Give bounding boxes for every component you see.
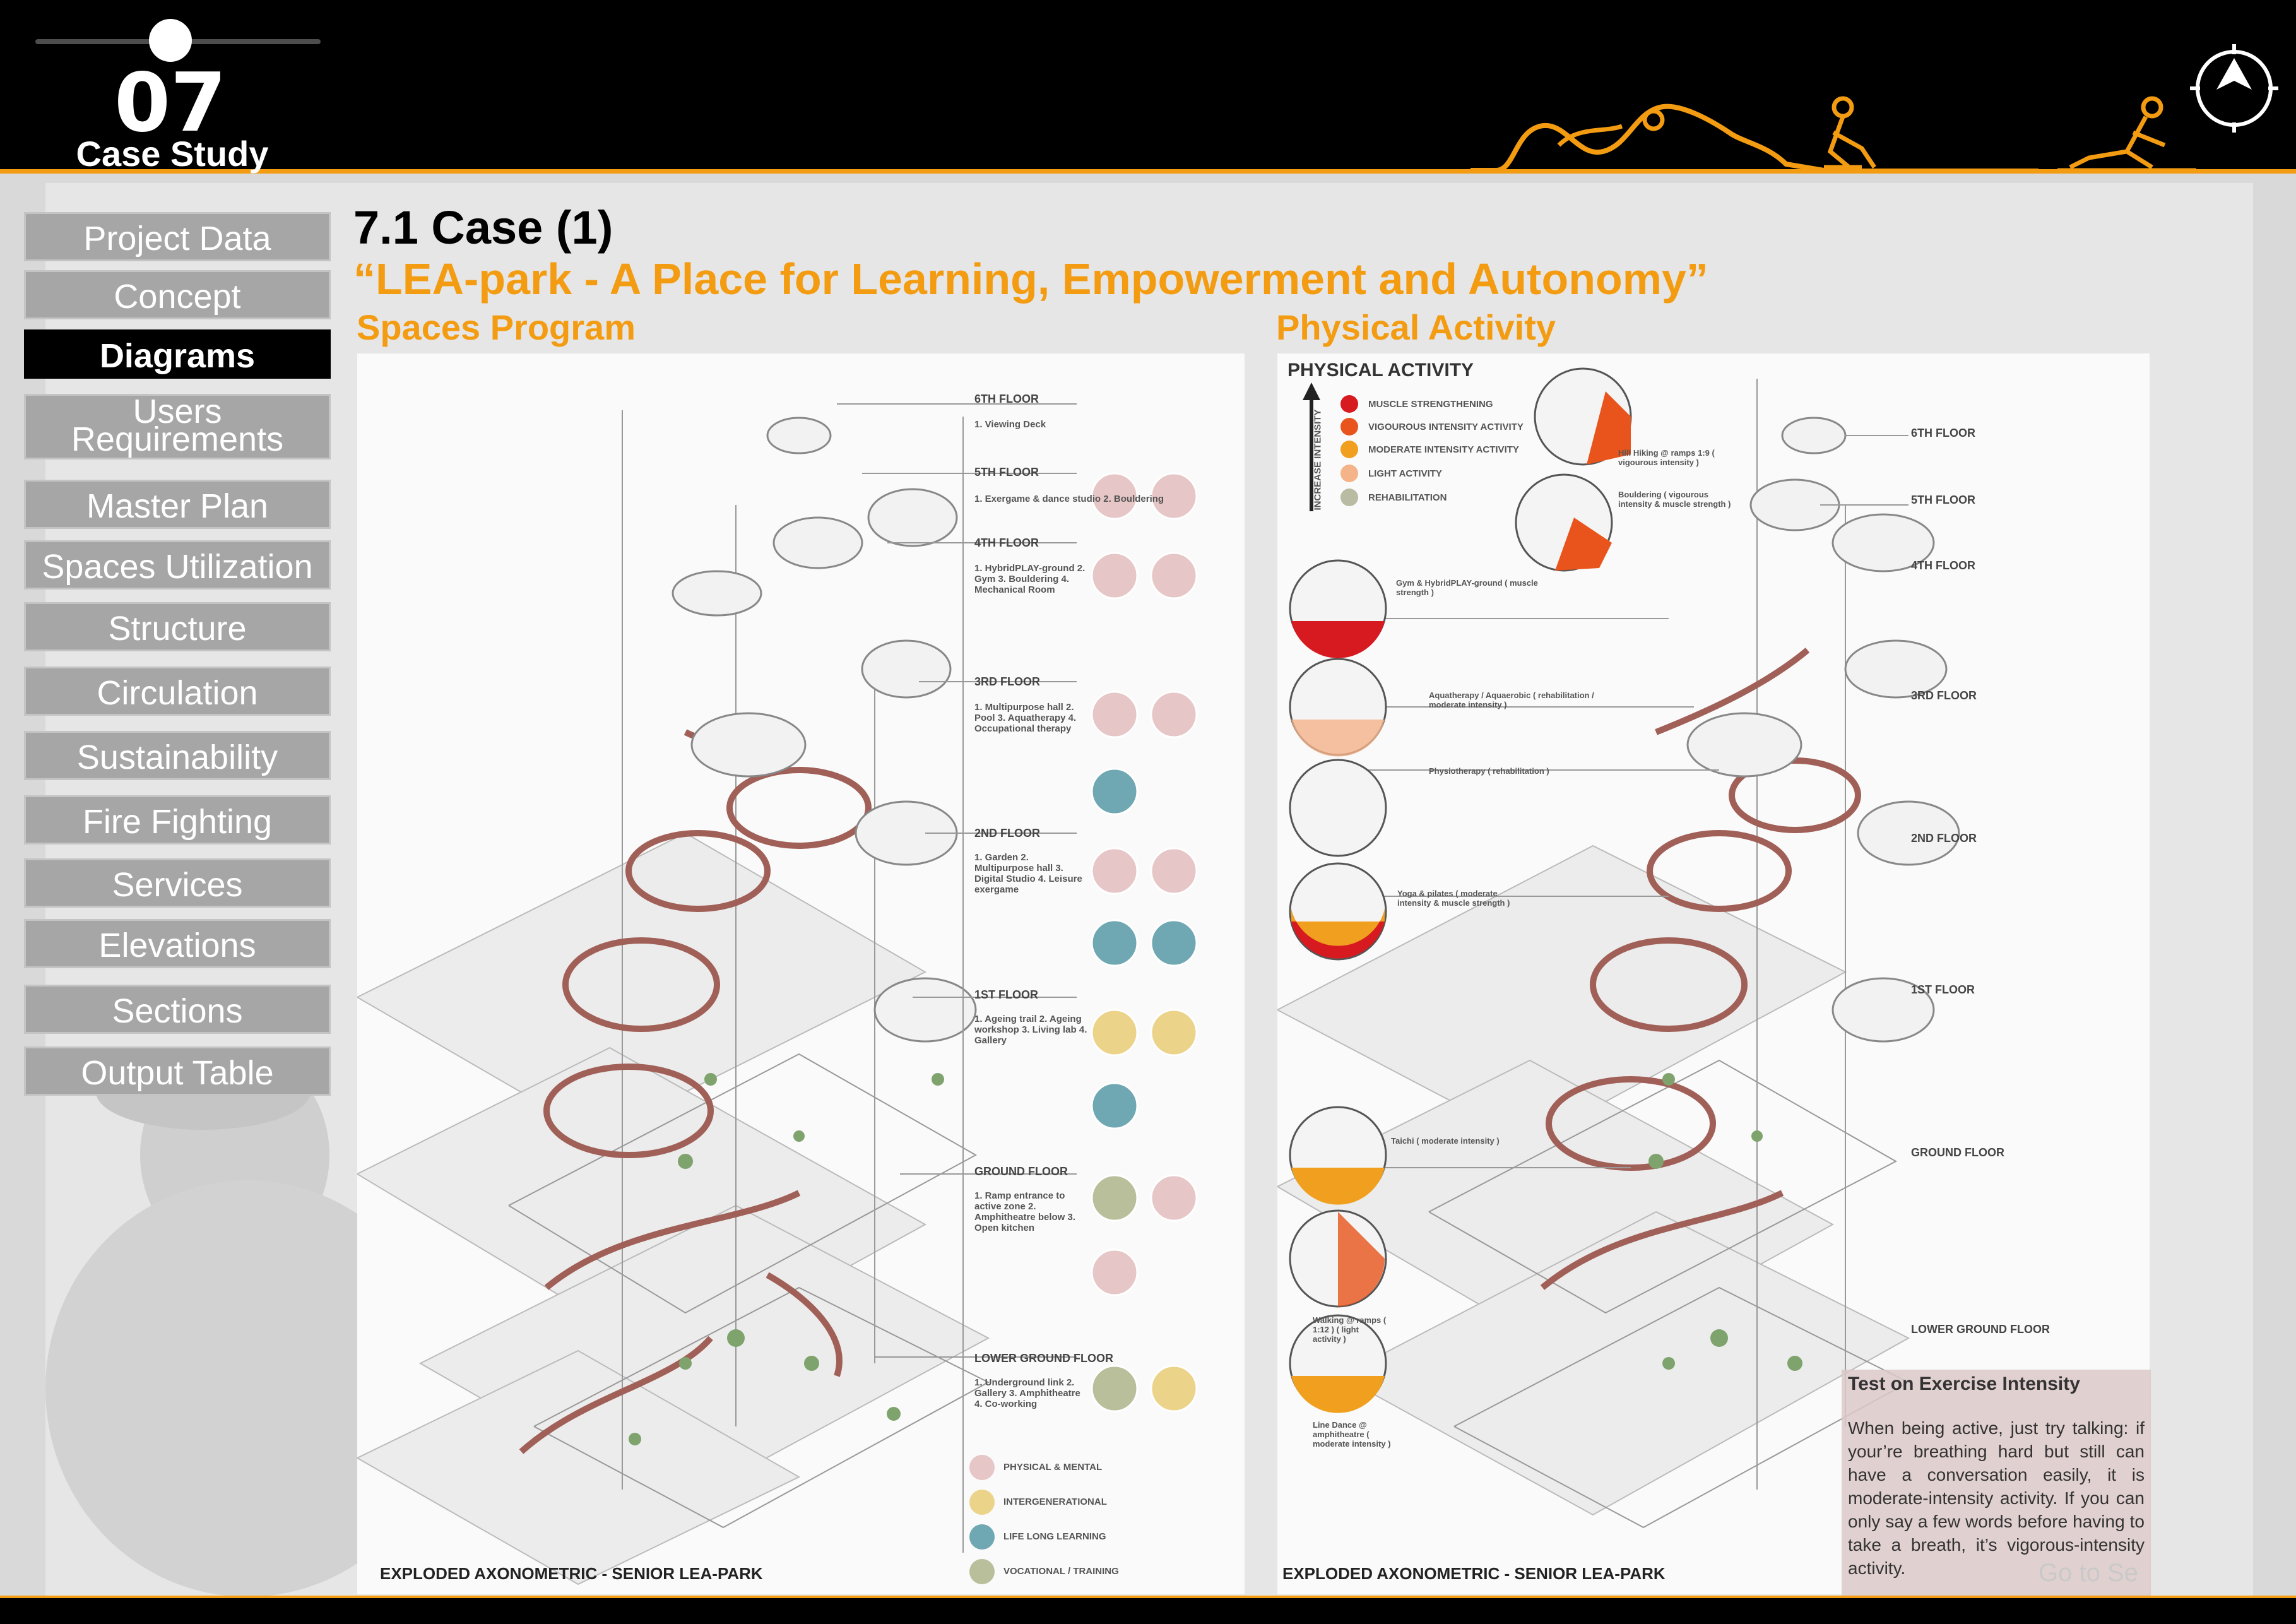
- spaces-program-panel: 6TH FLOOR 1. Viewing Deck 5TH FLOOR 1. E…: [357, 353, 1245, 1594]
- floor-label-ground: GROUND FLOOR: [1911, 1146, 2004, 1159]
- legend-intergenerational: INTERGENERATIONAL: [1003, 1497, 1107, 1507]
- floor-label-5th: 5TH FLOOR: [974, 466, 1039, 478]
- floor-label-3rd: 3RD FLOOR: [974, 675, 1041, 688]
- section-title: Case Study: [76, 134, 269, 174]
- nav-item-concept[interactable]: Concept: [24, 270, 331, 319]
- floor-label-1st: 1ST FLOOR: [974, 988, 1039, 1001]
- floor-label-2nd: 2ND FLOOR: [974, 827, 1041, 839]
- legend-vocational-training: VOCATIONAL / TRAINING: [1003, 1566, 1119, 1577]
- activity-yoga-pilates: Yoga & pilates ( moderate intensity & mu…: [1397, 889, 1510, 908]
- spaces-program-heading: Spaces Program: [357, 307, 636, 347]
- legend-muscle-strengthening: MUSCLE STRENGTHENING: [1368, 399, 1493, 410]
- exercise-intensity-note: Test on Exercise Intensity When being ac…: [1842, 1370, 2151, 1596]
- nav-item-spaces-utilization[interactable]: Spaces Utilization: [24, 540, 331, 590]
- legend-physical-mental: PHYSICAL & MENTAL: [1003, 1462, 1103, 1473]
- floor-items-2nd: 1. Garden 2. Multipurpose hall 3. Digita…: [974, 852, 1082, 895]
- footer-bar: [0, 1598, 2296, 1624]
- nav-item-master-plan[interactable]: Master Plan: [24, 480, 331, 529]
- floor-label-2nd: 2ND FLOOR: [1911, 832, 1977, 845]
- floor-label-6th: 6TH FLOOR: [1911, 427, 1975, 439]
- nav-item-sustainability[interactable]: Sustainability: [24, 731, 331, 780]
- floor-label-4th: 4TH FLOOR: [1911, 559, 1975, 572]
- nav-item-elevations[interactable]: Elevations: [24, 919, 331, 968]
- case-subtitle: “LEA-park - A Place for Learning, Empowe…: [353, 254, 1708, 304]
- nav-item-sections[interactable]: Sections: [24, 985, 331, 1034]
- right-panel-caption: EXPLODED AXONOMETRIC - SENIOR LEA-PARK: [1282, 1564, 1666, 1583]
- note-body: When being active, just try talking: if …: [1848, 1418, 2145, 1578]
- activity-taichi: Taichi ( moderate intensity ): [1391, 1136, 1500, 1146]
- floor-items-1st: 1. Ageing trail 2. Ageing workshop 3. Li…: [974, 1014, 1087, 1046]
- exploded-axonometric-drawing: [357, 403, 1198, 1585]
- progress-knob[interactable]: [149, 19, 192, 62]
- floor-items-6th: 1. Viewing Deck: [974, 419, 1046, 430]
- nav-item-services[interactable]: Services: [24, 858, 331, 908]
- nav-item-project-data[interactable]: Project Data: [24, 212, 331, 261]
- legend-rehabilitation: REHABILITATION: [1368, 492, 1447, 503]
- section-number: 07: [114, 56, 227, 150]
- nav-item-fire-fighting[interactable]: Fire Fighting: [24, 795, 331, 845]
- legend-life-long-learning: LIFE LONG LEARNING: [1003, 1531, 1106, 1542]
- left-panel-caption: EXPLODED AXONOMETRIC - SENIOR LEA-PARK: [380, 1564, 763, 1583]
- activity-physiotherapy: Physiotherapy ( rehabilitation ): [1429, 766, 1549, 776]
- floor-items-ground: 1. Ramp entrance to active zone 2. Amphi…: [974, 1190, 1076, 1233]
- header-bar: [0, 0, 2296, 174]
- legend-moderate-intensity: MODERATE INTENSITY ACTIVITY: [1368, 444, 1519, 455]
- floor-label-lower-ground: LOWER GROUND FLOOR: [1911, 1323, 2050, 1336]
- nav-item-diagrams[interactable]: Diagrams: [24, 329, 331, 379]
- legend-vigourous-intensity: VIGOUROUS INTENSITY ACTIVITY: [1368, 422, 1524, 432]
- floor-label-lower-ground: LOWER GROUND FLOOR: [974, 1352, 1113, 1365]
- activity-hill-hiking: Hill Hiking @ ramps 1:9 ( vigourous inte…: [1618, 448, 1715, 467]
- floor-label-5th: 5TH FLOOR: [1911, 494, 1975, 506]
- note-title: Test on Exercise Intensity: [1848, 1373, 2080, 1394]
- diagram-title: PHYSICAL ACTIVITY: [1287, 360, 1474, 381]
- floor-items-5th: 1. Exergame & dance studio 2. Bouldering: [974, 494, 1164, 504]
- activity-bouldering: Bouldering ( vigourous intensity & muscl…: [1618, 490, 1731, 509]
- case-title: 7.1 Case (1): [353, 201, 613, 254]
- activate-watermark: Go to Se: [2039, 1559, 2138, 1587]
- physical-activity-panel: PHYSICAL ACTIVITY INCREASE INTENSITY MUS…: [1277, 353, 2150, 1594]
- intensity-axis-label: INCREASE INTENSITY: [1312, 409, 1323, 511]
- nav-item-output-table[interactable]: Output Table: [24, 1046, 331, 1096]
- floor-label-3rd: 3RD FLOOR: [1911, 689, 1977, 702]
- physical-activity-heading: Physical Activity: [1276, 307, 1556, 347]
- background-elder-photo: [45, 1048, 449, 1597]
- elderly-figures-icon: [1471, 96, 2196, 173]
- activity-line-dance: Line Dance @ amphitheatre ( moderate int…: [1313, 1420, 1391, 1449]
- activity-gym: Gym & HybridPLAY-ground ( muscle strengt…: [1396, 578, 1538, 597]
- floor-label-ground: GROUND FLOOR: [974, 1165, 1068, 1178]
- floor-items-lower-ground: 1. Underground link 2. Gallery 3. Amphit…: [974, 1377, 1080, 1409]
- activity-walking: Walking @ ramps ( 1:12 ) ( light activit…: [1313, 1315, 1387, 1344]
- floor-label-1st: 1ST FLOOR: [1911, 983, 1975, 996]
- compass-icon[interactable]: [2190, 44, 2278, 133]
- nav-item-structure[interactable]: Structure: [24, 602, 331, 651]
- nav-item-users-requirements[interactable]: Users Requirements: [24, 394, 331, 459]
- floor-label-6th: 6TH FLOOR: [974, 393, 1039, 405]
- physical-activity-drawing: [1277, 367, 1960, 1529]
- floor-items-3rd: 1. Multipurpose hall 2. Pool 3. Aquather…: [974, 702, 1077, 734]
- footer-accent-line: [0, 1596, 2296, 1599]
- activity-aquatherapy: Aquatherapy / Aquaerobic ( rehabilitatio…: [1429, 690, 1594, 709]
- floor-label-4th: 4TH FLOOR: [974, 536, 1039, 549]
- legend-light-activity: LIGHT ACTIVITY: [1368, 468, 1442, 479]
- header-accent-line: [0, 169, 2296, 174]
- floor-items-4th: 1. HybridPLAY-ground 2. Gym 3. Boulderin…: [974, 563, 1086, 595]
- nav-item-circulation[interactable]: Circulation: [24, 667, 331, 716]
